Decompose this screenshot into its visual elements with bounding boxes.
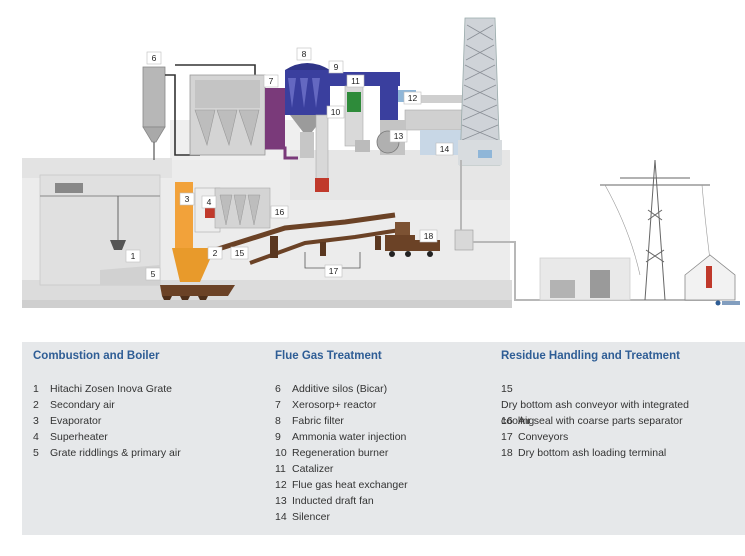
reactor-filter-bank bbox=[189, 74, 298, 160]
ash-truck bbox=[385, 222, 440, 257]
legend-heading: Combustion and Boiler bbox=[33, 350, 160, 362]
callout-4: 4 bbox=[201, 195, 217, 209]
svg-text:17: 17 bbox=[329, 266, 339, 276]
svg-text:8: 8 bbox=[302, 49, 307, 59]
svg-text:2: 2 bbox=[213, 248, 218, 258]
plant-diagram: 1 2 3 4 5 6 7 8 9 10 11 12 13 14 15 16 1… bbox=[22, 17, 740, 308]
callout-8: 8 bbox=[296, 47, 312, 61]
callout-3: 3 bbox=[179, 192, 195, 206]
callout-14: 14 bbox=[435, 142, 454, 156]
callout-5: 5 bbox=[145, 267, 161, 281]
callout-11: 11 bbox=[346, 74, 365, 88]
legend-list: 15Dry bottom ash conveyor with integrate… bbox=[501, 381, 691, 461]
callout-2: 2 bbox=[207, 246, 223, 260]
svg-text:3: 3 bbox=[185, 194, 190, 204]
callout-labels: 1 2 3 4 5 6 7 8 9 10 11 12 13 14 15 16 1… bbox=[125, 47, 454, 281]
callout-7: 7 bbox=[263, 74, 279, 88]
svg-text:11: 11 bbox=[351, 76, 360, 86]
callout-16: 16 bbox=[270, 205, 289, 219]
callout-15: 15 bbox=[230, 246, 249, 260]
svg-text:6: 6 bbox=[152, 53, 157, 63]
svg-text:9: 9 bbox=[334, 62, 339, 72]
stack bbox=[458, 17, 502, 166]
callout-10: 10 bbox=[326, 105, 345, 119]
callout-6: 6 bbox=[146, 51, 162, 65]
regeneration-burner bbox=[315, 114, 329, 192]
legend-heading: Residue Handling and Treatment bbox=[501, 350, 680, 362]
svg-text:7: 7 bbox=[269, 76, 274, 86]
callout-13: 13 bbox=[389, 129, 408, 143]
svg-text:18: 18 bbox=[424, 231, 434, 241]
legend-heading: Flue Gas Treatment bbox=[275, 350, 382, 362]
fabric-filter bbox=[285, 63, 330, 158]
svg-text:1: 1 bbox=[131, 251, 136, 261]
svg-text:16: 16 bbox=[275, 207, 285, 217]
svg-text:14: 14 bbox=[440, 144, 450, 154]
callout-1: 1 bbox=[125, 249, 141, 263]
additive-silo bbox=[142, 64, 256, 160]
callout-17: 17 bbox=[324, 264, 343, 278]
svg-text:5: 5 bbox=[151, 269, 156, 279]
svg-text:4: 4 bbox=[207, 197, 212, 207]
svg-text:13: 13 bbox=[394, 131, 404, 141]
svg-text:12: 12 bbox=[408, 93, 418, 103]
waste-bunker bbox=[39, 174, 161, 286]
callout-12: 12 bbox=[403, 91, 422, 105]
svg-text:15: 15 bbox=[235, 248, 245, 258]
company-logo bbox=[715, 300, 740, 306]
callout-9: 9 bbox=[328, 60, 344, 74]
svg-text:10: 10 bbox=[331, 107, 341, 117]
power-export bbox=[454, 159, 736, 301]
callout-18: 18 bbox=[419, 229, 438, 243]
legend-item: 15Dry bottom ash conveyor with integrate… bbox=[501, 383, 689, 427]
ash-conveyors bbox=[214, 212, 401, 269]
